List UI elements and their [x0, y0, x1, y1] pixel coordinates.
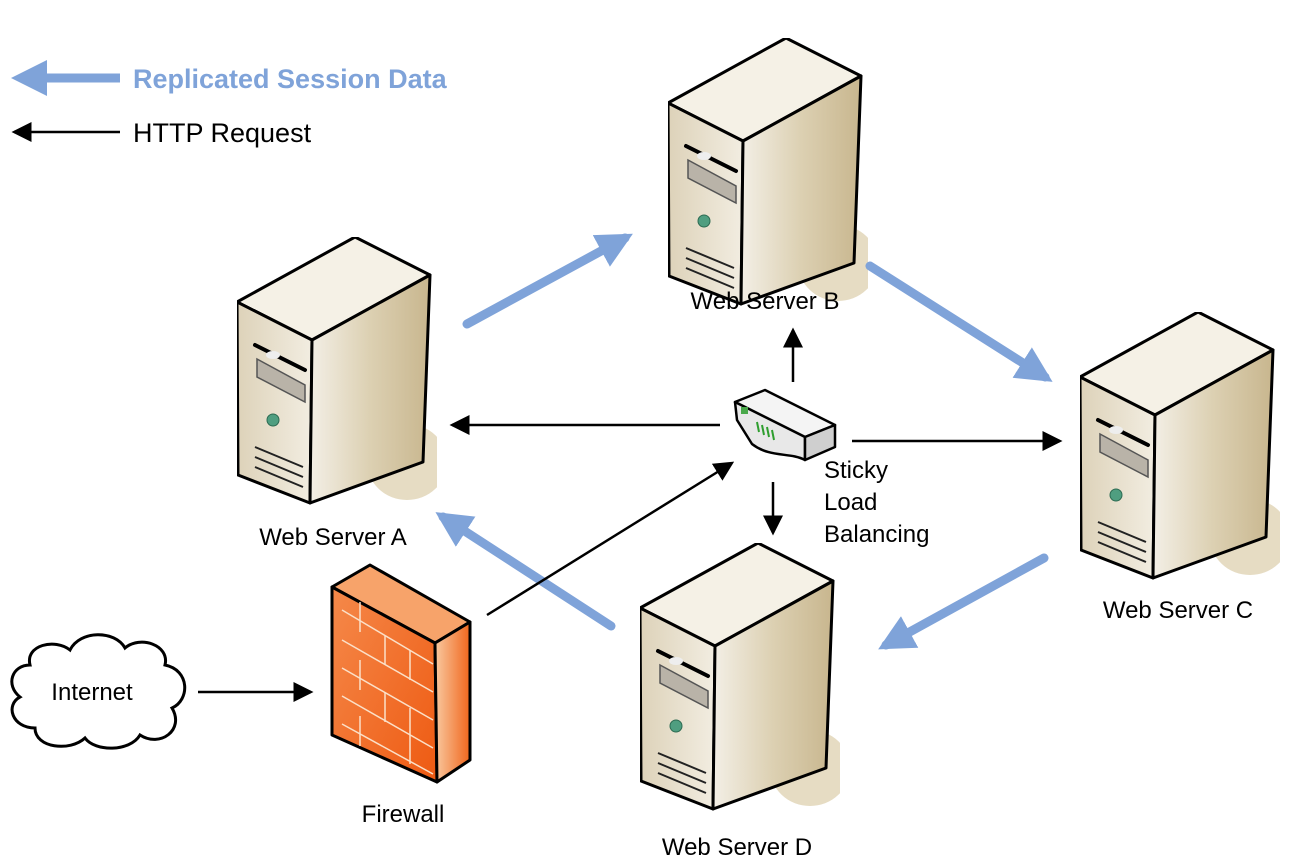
- firewall-icon: [330, 563, 472, 784]
- server-d-icon: [640, 543, 850, 809]
- server-b-icon: [668, 38, 878, 304]
- replication-arrow-b-to-c: [865, 261, 1053, 382]
- legend: Replicated Session Data HTTP Request: [11, 60, 448, 148]
- internet-cloud-icon: [10, 633, 187, 750]
- server-c-label: Web Server C: [1103, 597, 1253, 624]
- http-arrow-firewall-to-lb: [486, 461, 735, 617]
- replication-arrow-c-to-d: [878, 553, 1049, 650]
- legend-replicated-label: Replicated Session Data: [133, 64, 448, 94]
- load-balancer-label-line3: Balancing: [824, 521, 929, 548]
- server-a-icon: [237, 237, 447, 503]
- load-balancer-icon: [733, 388, 837, 462]
- server-b-label: Web Server B: [691, 288, 840, 315]
- load-balancer-label-line2: Load: [824, 489, 877, 516]
- internet-label: Internet: [51, 679, 133, 706]
- legend-http-label: HTTP Request: [133, 118, 312, 148]
- firewall-label: Firewall: [362, 801, 445, 828]
- replication-arrow-a-to-b: [462, 233, 633, 329]
- server-d-label: Web Server D: [662, 834, 812, 861]
- replication-arrow-d-to-a: [435, 512, 616, 631]
- load-balancer-label-line1: Sticky: [824, 457, 888, 484]
- server-a-label: Web Server A: [259, 524, 407, 551]
- server-c-icon: [1080, 312, 1290, 578]
